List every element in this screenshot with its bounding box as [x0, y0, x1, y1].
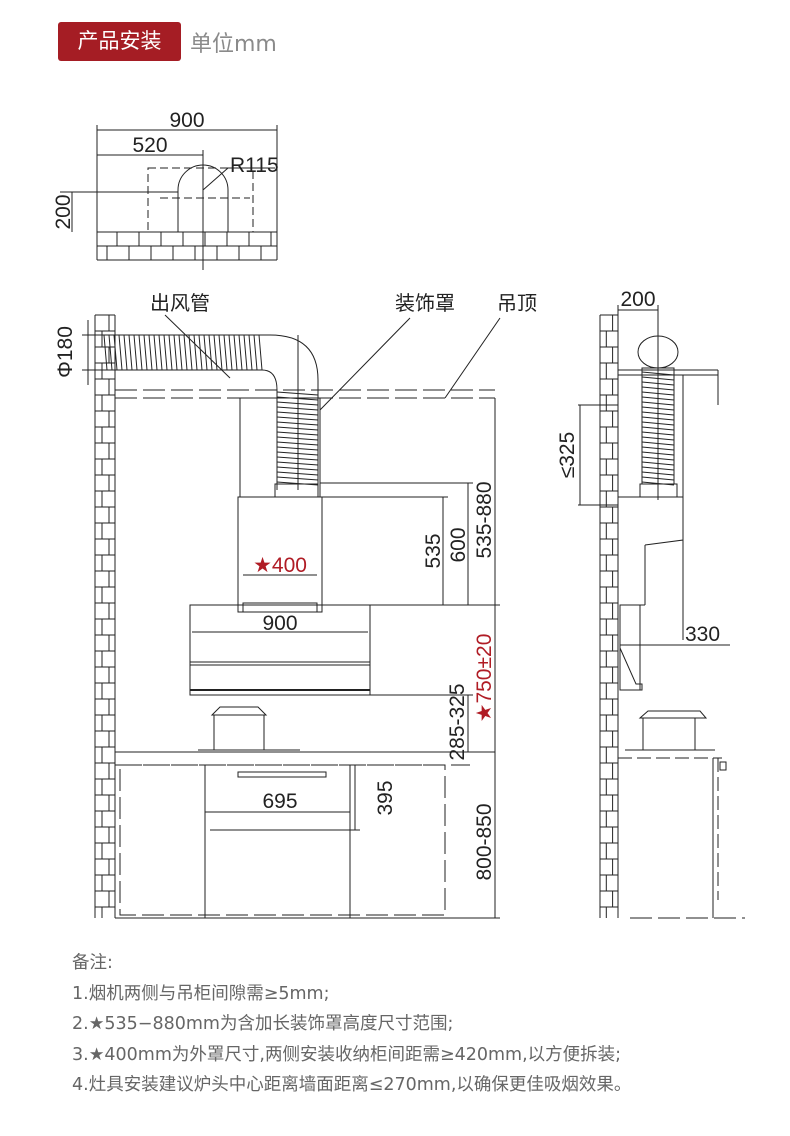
max-gap-label: ≤325	[556, 432, 579, 479]
side-view: 200 ≤325 330	[556, 288, 745, 919]
drawing-line	[641, 406, 675, 411]
drawing-line	[641, 461, 675, 466]
drawing-line	[641, 386, 675, 391]
drawing-line	[641, 436, 675, 441]
drawing-line	[641, 421, 675, 426]
drawing-line	[183, 334, 188, 371]
cabinet-height-label: 800-850	[473, 803, 496, 880]
drawing-line	[203, 334, 208, 371]
drawing-line	[223, 334, 228, 371]
depth-label: 330	[685, 623, 720, 646]
install-height-label: ★750±20	[473, 634, 496, 723]
drawing-line	[178, 334, 183, 371]
drawing-line	[173, 334, 178, 371]
drawing-line	[128, 334, 133, 371]
unit-label: 单位mm	[190, 32, 277, 57]
drawing-line	[641, 396, 675, 401]
drawer-height-label: 395	[374, 780, 397, 815]
drawing-line	[213, 334, 218, 371]
drawing-line	[233, 334, 238, 371]
dim-600-label: 600	[447, 527, 470, 562]
section-badge: 产品安装	[58, 22, 181, 61]
drawing-line	[641, 391, 675, 396]
drawing-line	[641, 446, 675, 451]
brick-wall-front	[94, 314, 116, 918]
drawing-line	[641, 441, 675, 446]
top-view: 900 520 R115 200	[52, 109, 279, 270]
drawing-line	[641, 456, 675, 461]
drawing-line	[148, 334, 153, 371]
drawing-line	[238, 334, 243, 371]
drawing-line	[641, 476, 675, 481]
dim-535-label: 535	[422, 533, 445, 568]
drawing-line	[253, 334, 258, 371]
drawing-line	[258, 334, 263, 371]
drawing-line	[641, 466, 675, 471]
dim-range-label: 535-880	[473, 481, 496, 558]
note-item: 2.★535−880mm为含加长装饰罩高度尺寸范围;	[72, 1014, 454, 1034]
brick-wall-top	[96, 231, 278, 261]
drawing-line	[641, 451, 675, 456]
drawing-line	[641, 426, 675, 431]
top-width-label: 900	[169, 109, 204, 132]
drawing-line	[198, 334, 203, 371]
drawing-line	[113, 334, 118, 371]
drawing-line	[188, 334, 193, 371]
drawing-line	[143, 334, 148, 371]
note-item: 1.烟机两侧与吊柜间隙需≥5mm;	[72, 983, 330, 1004]
side-duct-ribs	[641, 371, 675, 486]
drawing-line	[103, 334, 108, 371]
drawing-line	[243, 334, 248, 371]
drawing-line	[641, 401, 675, 406]
radius-label: R115	[230, 154, 279, 177]
side-duct-offset-label: 200	[620, 288, 655, 311]
duct-label: 出风管	[150, 291, 210, 315]
drawing-line	[153, 334, 158, 371]
drawing-line	[641, 431, 675, 436]
front-view: 出风管 装饰罩 吊顶 Φ180 ★400 900 535 600 535-880…	[54, 291, 537, 919]
drawing-line	[208, 334, 213, 371]
drawing-line	[193, 334, 198, 371]
brick-wall-side	[599, 314, 619, 918]
drawer-width-label: 695	[262, 790, 297, 813]
drawing-line	[228, 334, 233, 371]
drawing-line	[218, 334, 223, 371]
drawing-line	[641, 471, 675, 476]
drawing-line	[133, 334, 138, 371]
duct-ribs	[103, 334, 319, 490]
pot-gap-label: 285-325	[446, 683, 469, 760]
notes: 备注: 1.烟机两侧与吊柜间隙需≥5mm; 2.★535−880mm为含加长装饰…	[72, 948, 631, 1101]
cover-label: 装饰罩	[395, 291, 455, 315]
drawing-line	[168, 334, 173, 371]
note-item: 3.★400mm为外罩尺寸,两侧安装收纳柜间距需≥420mm,以方便拆装;	[72, 1044, 622, 1065]
drawing-line	[163, 334, 168, 371]
note-item: 4.灶具安装建议炉头中心距离墙面距离≤270mm,以确保更佳吸烟效果。	[72, 1075, 632, 1095]
drawing-line	[641, 411, 675, 416]
installation-diagram: 900 520 R115 200	[52, 109, 745, 919]
top-height-label: 200	[52, 194, 75, 229]
ceiling-label: 吊顶	[497, 291, 537, 315]
notes-title: 备注:	[72, 953, 113, 973]
top-offset-label: 520	[132, 134, 167, 157]
drawing-line	[641, 381, 675, 386]
drawing-line	[641, 416, 675, 421]
drawing-line	[641, 376, 675, 381]
drawing-line	[108, 334, 113, 371]
drawing-line	[158, 334, 163, 371]
duct-diameter-label: Φ180	[54, 326, 77, 378]
drawing-line	[248, 334, 253, 371]
drawing-line	[118, 334, 123, 371]
hood-width-label: 900	[262, 612, 297, 635]
drawing-line	[123, 334, 128, 371]
drawing-line	[138, 334, 143, 371]
cover-width-label: ★400	[253, 554, 307, 577]
